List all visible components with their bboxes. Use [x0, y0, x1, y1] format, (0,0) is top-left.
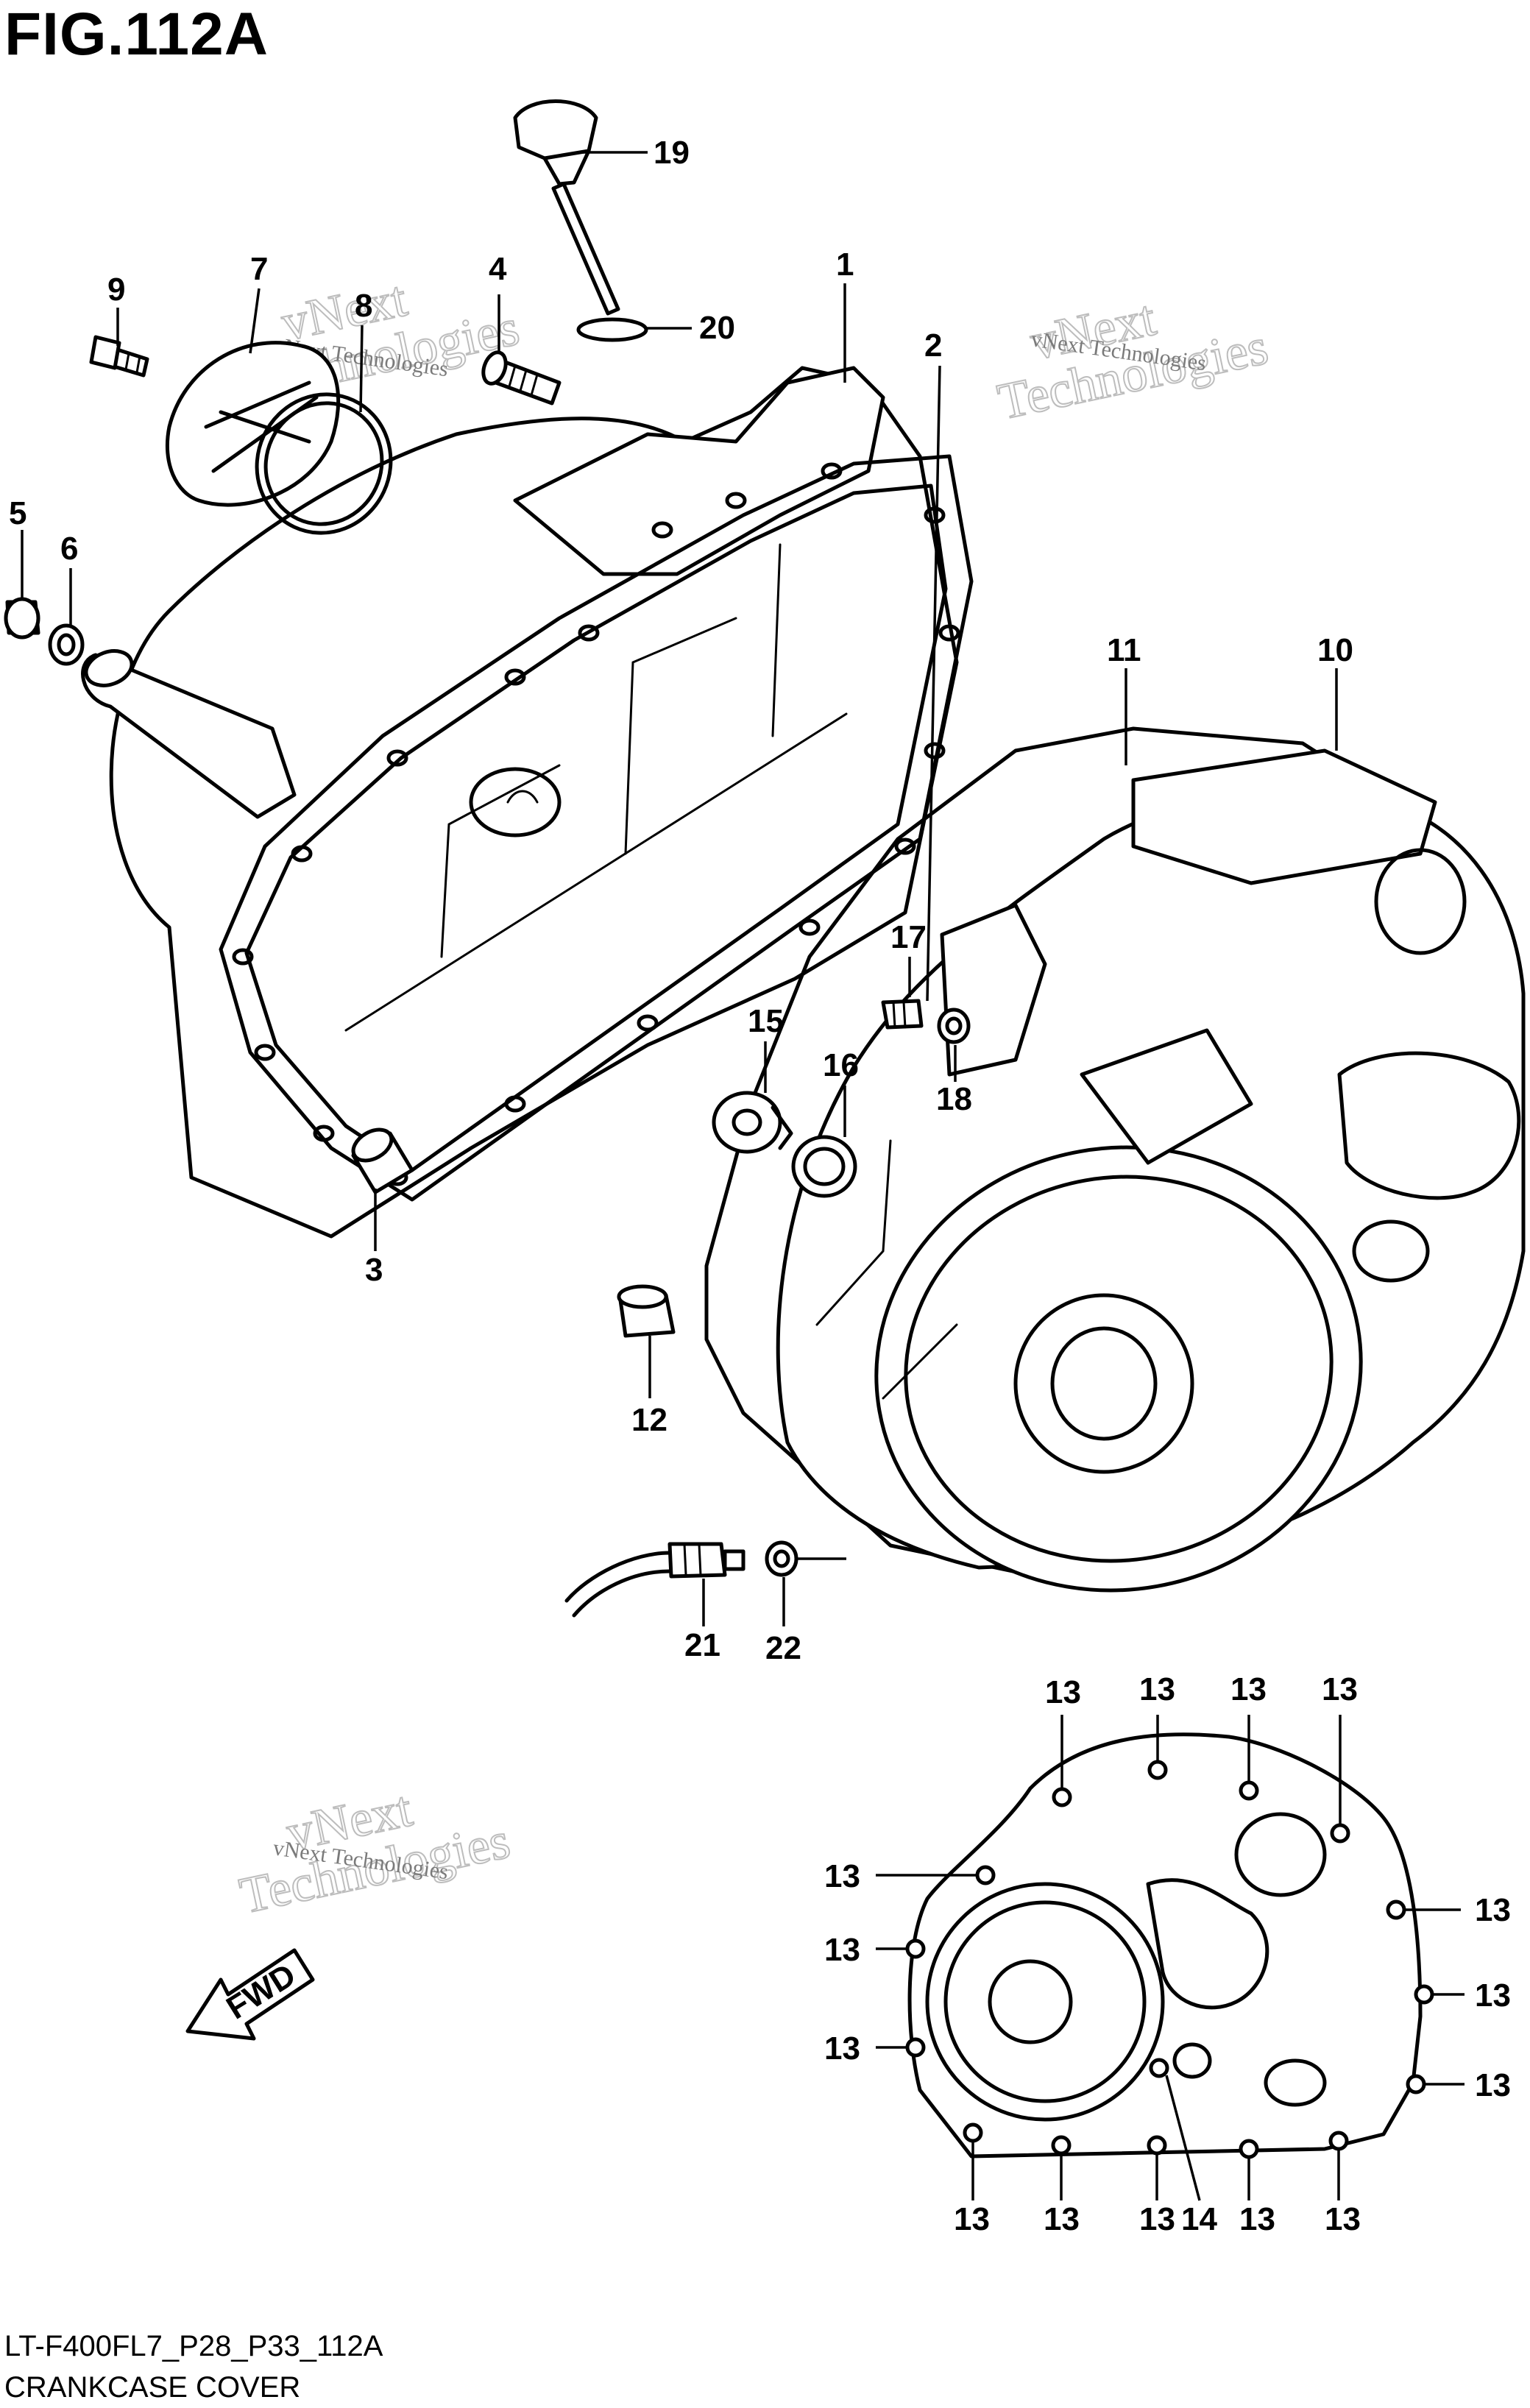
callout-12: 12 — [631, 1402, 667, 1438]
callout-13: 13 — [1139, 2201, 1175, 2237]
washer-22 — [765, 1540, 798, 1577]
callout-15: 15 — [748, 1003, 784, 1039]
callout-13: 13 — [1475, 1977, 1511, 2014]
callout-1: 1 — [836, 247, 854, 283]
callout-7: 7 — [250, 251, 268, 287]
callout-13: 13 — [1322, 1671, 1358, 1707]
dowel-pin-12 — [617, 1284, 676, 1338]
callout-13: 13 — [1475, 1892, 1511, 1928]
dowel-pin-3 — [351, 1127, 414, 1194]
callout-13: 13 — [1230, 1671, 1267, 1707]
callout-19: 17 — [890, 919, 927, 955]
fwd-arrow: FWD — [185, 1948, 315, 2041]
bolt-layout-view — [905, 1732, 1434, 2159]
callout-6: 6 — [60, 531, 78, 567]
callout-10: 10 — [1317, 632, 1353, 668]
callout-13: 13 — [1044, 2201, 1080, 2237]
callout-17: 19 — [654, 135, 690, 171]
plug-5 — [4, 597, 40, 640]
callout-13: 13 — [1325, 2201, 1361, 2237]
callout-13: 13 — [1239, 2201, 1275, 2237]
callout-4: 4 — [489, 251, 507, 287]
callout-20: 18 — [936, 1081, 972, 1117]
washer-6 — [48, 623, 85, 666]
inspection-cap-7 — [165, 341, 341, 507]
callout-3: 3 — [365, 1252, 383, 1288]
bolt-positions — [905, 1760, 1434, 2159]
callout-16: 16 — [823, 1047, 859, 1083]
callout-5: 5 — [9, 495, 26, 531]
sensor-21 — [564, 1542, 745, 1618]
leader-lines — [21, 151, 1465, 2201]
oil-filler-cap-17 — [513, 99, 620, 316]
callout-13: 13 — [824, 1858, 860, 1894]
o-ring-8 — [255, 392, 393, 535]
outer-crankcase-cover — [704, 726, 1526, 1593]
callout-13: 13 — [1045, 1674, 1081, 1710]
bolt-4 — [481, 350, 562, 406]
callout-8: 8 — [355, 288, 372, 324]
callout-14: 14 — [1181, 2201, 1217, 2237]
figure-caption: CRANKCASE COVER — [4, 2371, 301, 2404]
callout-21: 21 — [684, 1627, 720, 1663]
callout-labels: 19 20 1 2 4 7 8 9 5 6 11 10 3 12 15 16 1… — [9, 135, 1511, 2237]
callout-13: 13 — [824, 1932, 860, 1968]
figure-code: LT-F400FL7_P28_P33_112A — [4, 2330, 383, 2362]
callout-2: 2 — [924, 327, 942, 364]
callout-13: 13 — [824, 2030, 860, 2067]
bolt-19 — [881, 999, 924, 1030]
figure-title: FIG.112A — [4, 1, 269, 68]
callout-18: 20 — [699, 310, 735, 346]
callout-13: 13 — [1139, 1671, 1175, 1707]
inner-crankcase-cover — [81, 366, 974, 1239]
o-ring-16 — [791, 1135, 857, 1198]
plug-15 — [712, 1091, 793, 1154]
o-ring-18 — [576, 317, 648, 342]
callout-13: 13 — [1475, 2067, 1511, 2103]
callout-9: 9 — [107, 272, 125, 308]
washer-20 — [937, 1008, 971, 1044]
callout-13: 13 — [954, 2201, 990, 2237]
callout-11: 11 — [1107, 632, 1141, 668]
callout-22: 22 — [765, 1630, 801, 1666]
bolt-9 — [89, 335, 149, 378]
